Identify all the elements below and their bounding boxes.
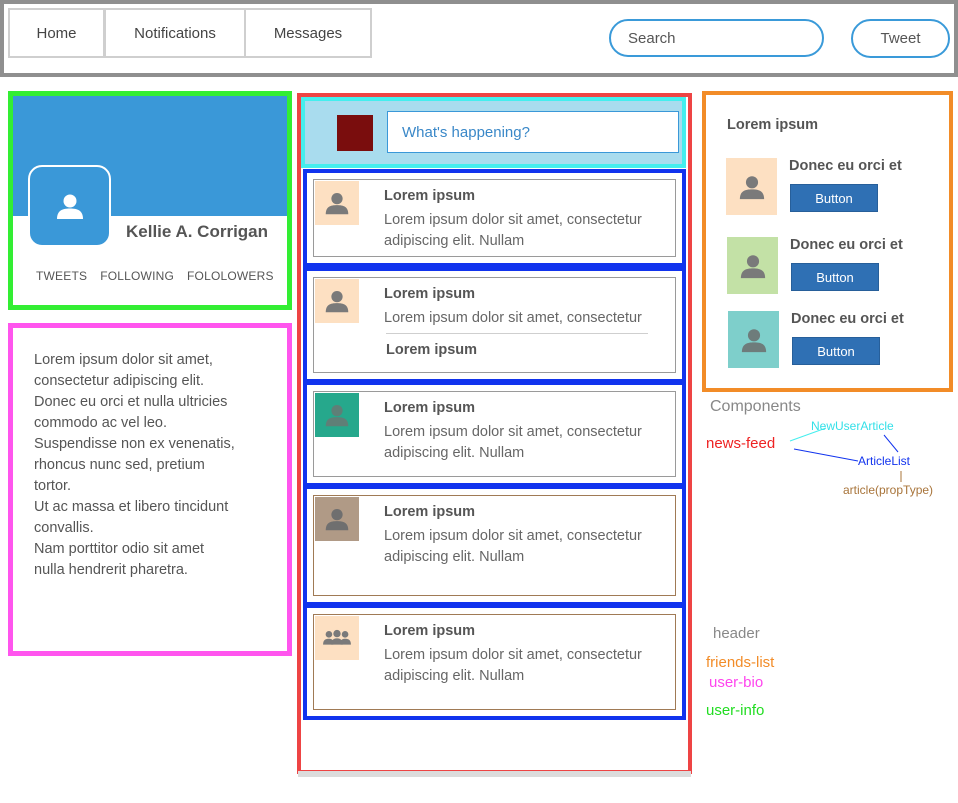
person-icon xyxy=(325,509,349,531)
friend-item: Donec eu orci et Button xyxy=(728,311,948,371)
friend-avatar[interactable] xyxy=(727,237,778,294)
search-input[interactable]: Search xyxy=(609,19,824,57)
article-avatar xyxy=(315,279,359,323)
article[interactable]: Lorem ipsum Lorem ipsum dolor sit amet, … xyxy=(313,179,676,257)
article-title: Lorem ipsum xyxy=(384,400,476,416)
friend-name: Donec eu orci et xyxy=(791,311,904,327)
article-list-item: Lorem ipsum Lorem ipsum dolor sit amet, … xyxy=(303,604,686,720)
user-bio: Lorem ipsum dolor sit amet, consectetur … xyxy=(8,323,292,656)
article-body-line: Lorem ipsum dolor sit amet, consectetur xyxy=(384,528,642,544)
legend-article: article(propType) xyxy=(843,483,934,497)
bio-line: commodo ac vel leo. xyxy=(34,415,167,431)
article-body: Lorem ipsum dolor sit amet, consectetur … xyxy=(384,422,642,464)
article-body: Lorem ipsum dolor sit amet, consectetur … xyxy=(384,645,642,687)
friend-action-button[interactable]: Button xyxy=(791,263,879,291)
tweets-link[interactable]: TWEETS xyxy=(36,269,88,283)
legend-friends-list: friends-list xyxy=(706,654,775,671)
person-icon xyxy=(741,328,766,352)
friend-avatar[interactable] xyxy=(728,311,779,368)
legend-new-user-article: NewUserArticle xyxy=(811,419,894,433)
friend-name: Donec eu orci et xyxy=(789,158,902,174)
article-avatar xyxy=(315,497,359,541)
bio-line: Lorem ipsum dolor sit amet, xyxy=(34,352,213,368)
article-body-line: Lorem ipsum dolor sit amet, consectetur xyxy=(384,424,642,440)
bio-line: nulla hendrerit pharetra. xyxy=(34,562,188,578)
friend-name: Donec eu orci et xyxy=(790,237,903,253)
article-body-line: Lorem ipsum dolor sit amet, consectetur xyxy=(384,212,642,228)
article-subtitle: Lorem ipsum xyxy=(386,342,478,358)
bio-line: rhoncus nunc sed, pretium xyxy=(34,457,205,473)
bio-line: convallis. xyxy=(34,520,94,536)
friends-list-title: Lorem ipsum xyxy=(727,117,819,133)
user-name: Kellie A. Corrigan xyxy=(126,222,269,241)
article-body-line: Lorem ipsum dolor sit amet, consectetur xyxy=(384,310,642,326)
article-body: Lorem ipsum dolor sit amet, consectetur … xyxy=(384,526,642,568)
article-avatar xyxy=(315,181,359,225)
article-title: Lorem ipsum xyxy=(384,286,476,302)
article-body: Lorem ipsum dolor sit amet, consectetur xyxy=(384,308,642,329)
friend-action-button[interactable]: Button xyxy=(790,184,878,212)
nav-messages-button[interactable]: Messages xyxy=(244,8,372,58)
person-icon xyxy=(325,193,349,215)
legend-header: header xyxy=(713,625,760,642)
bio-line: Donec eu orci et nulla ultricies xyxy=(34,394,228,410)
friend-action-button[interactable]: Button xyxy=(792,337,880,365)
article-list-item: Lorem ipsum Lorem ipsum dolor sit amet, … xyxy=(303,381,686,487)
friend-item: Donec eu orci et Button xyxy=(727,237,947,297)
article-title: Lorem ipsum xyxy=(384,504,476,520)
bio-line: consectetur adipiscing elit. xyxy=(34,373,205,389)
legend-news-feed: news-feed xyxy=(706,435,776,452)
followers-link[interactable]: FOLOLOWERS xyxy=(187,269,274,283)
article-avatar xyxy=(315,393,359,437)
article[interactable]: Lorem ipsum Lorem ipsum dolor sit amet, … xyxy=(313,277,676,373)
bio-line: Ut ac massa et libero tincidunt xyxy=(34,499,229,515)
nav-notifications-button[interactable]: Notifications xyxy=(104,8,246,58)
legend-components-title: Components xyxy=(710,398,801,415)
new-article-avatar xyxy=(337,115,373,151)
friends-list: Lorem ipsum Donec eu orci et Button Done… xyxy=(702,91,953,392)
article-avatar xyxy=(315,616,359,660)
person-icon xyxy=(740,254,765,278)
article-body-line: adipiscing elit. Nullam xyxy=(384,668,525,684)
group-icon xyxy=(323,629,351,645)
article-list-item: Lorem ipsum Lorem ipsum dolor sit amet, … xyxy=(303,267,686,383)
article-body: Lorem ipsum dolor sit amet, consectetur … xyxy=(384,210,642,252)
article[interactable]: Lorem ipsum Lorem ipsum dolor sit amet, … xyxy=(313,614,676,710)
legend-user-bio: user-bio xyxy=(709,674,764,691)
article-list-item: Lorem ipsum Lorem ipsum dolor sit amet, … xyxy=(303,485,686,606)
article-list-item: Lorem ipsum Lorem ipsum dolor sit amet, … xyxy=(303,169,686,267)
article-body-line: adipiscing elit. Nullam xyxy=(384,233,525,249)
whats-happening-input[interactable]: What's happening? xyxy=(387,111,679,153)
legend-article-list: ArticleList xyxy=(858,454,911,468)
bio-line: tortor. xyxy=(34,478,72,494)
legend-user-info: user-info xyxy=(706,702,765,719)
following-link[interactable]: FOLLOWING xyxy=(100,269,175,283)
bio-line: Suspendisse non ex venenatis, xyxy=(34,436,235,452)
user-stats: TWEETS FOLLOWING FOLOLOWERS xyxy=(36,269,287,283)
friend-item: Donec eu orci et Button xyxy=(726,158,946,218)
article-body-line: Lorem ipsum dolor sit amet, consectetur xyxy=(384,647,642,663)
feed-footer-bar xyxy=(298,771,691,777)
person-icon xyxy=(56,194,83,219)
nav-home-button[interactable]: Home xyxy=(8,8,105,58)
article[interactable]: Lorem ipsum Lorem ipsum dolor sit amet, … xyxy=(313,495,676,596)
user-info: Kellie A. Corrigan TWEETS FOLLOWING FOLO… xyxy=(8,91,292,310)
bio-line: Nam porttitor odio sit amet xyxy=(34,541,205,557)
article-title: Lorem ipsum xyxy=(384,188,476,204)
article-title: Lorem ipsum xyxy=(384,623,476,639)
person-icon xyxy=(325,405,349,427)
article-body-line: adipiscing elit. Nullam xyxy=(384,549,525,565)
avatar[interactable] xyxy=(28,165,111,247)
friend-avatar[interactable] xyxy=(726,158,777,215)
article[interactable]: Lorem ipsum Lorem ipsum dolor sit amet, … xyxy=(313,391,676,477)
article-body-line: adipiscing elit. Nullam xyxy=(384,445,525,461)
article-divider xyxy=(386,333,648,334)
person-icon xyxy=(325,291,349,313)
tweet-button[interactable]: Tweet xyxy=(851,19,950,58)
new-user-article: What's happening? xyxy=(301,97,686,168)
person-icon xyxy=(739,175,764,199)
